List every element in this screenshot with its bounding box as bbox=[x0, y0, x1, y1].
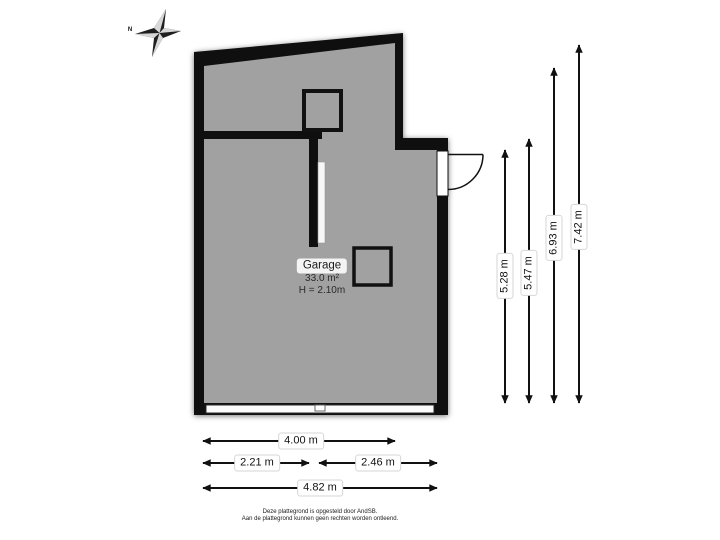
dimension-label-4-82: 4.82 m bbox=[297, 479, 343, 497]
duct-square-top bbox=[302, 89, 343, 132]
duct-square-bottom bbox=[352, 246, 393, 287]
dimension-label-6-93: 6.93 m bbox=[545, 215, 563, 261]
side-door-leaf bbox=[436, 150, 449, 197]
dimension-label-5-28: 5.28 m bbox=[496, 253, 514, 299]
vertical-dimension-lines bbox=[501, 44, 583, 404]
room-name-label: Garage bbox=[296, 258, 348, 274]
side-door-swing bbox=[447, 153, 484, 191]
compass-rose-icon bbox=[135, 9, 181, 57]
dimension-label-2-46: 2.46 m bbox=[355, 454, 401, 472]
room-area-label: 33.0 m² bbox=[305, 273, 339, 284]
dimension-label-4-00: 4.00 m bbox=[278, 432, 324, 450]
wall-opening-strip bbox=[317, 161, 326, 244]
dimension-label-5-47: 5.47 m bbox=[520, 250, 538, 296]
dimension-label-7-42: 7.42 m bbox=[570, 204, 588, 250]
interior-wall-vertical bbox=[309, 131, 318, 247]
footer-credit-line: Deze plattegrond is opgesteld door AndSB… bbox=[262, 509, 378, 515]
footer-disclaimer-line: Aan de plattegrond kunnen geen rechten w… bbox=[241, 516, 399, 522]
compass-north-letter: N bbox=[127, 27, 133, 33]
garage-plan bbox=[194, 33, 449, 415]
garage-door-center-detail bbox=[314, 404, 326, 412]
interior-wall-horizontal bbox=[204, 131, 322, 139]
dimension-label-2-21: 2.21 m bbox=[234, 454, 280, 472]
room-height-label: H = 2.10m bbox=[298, 285, 346, 296]
